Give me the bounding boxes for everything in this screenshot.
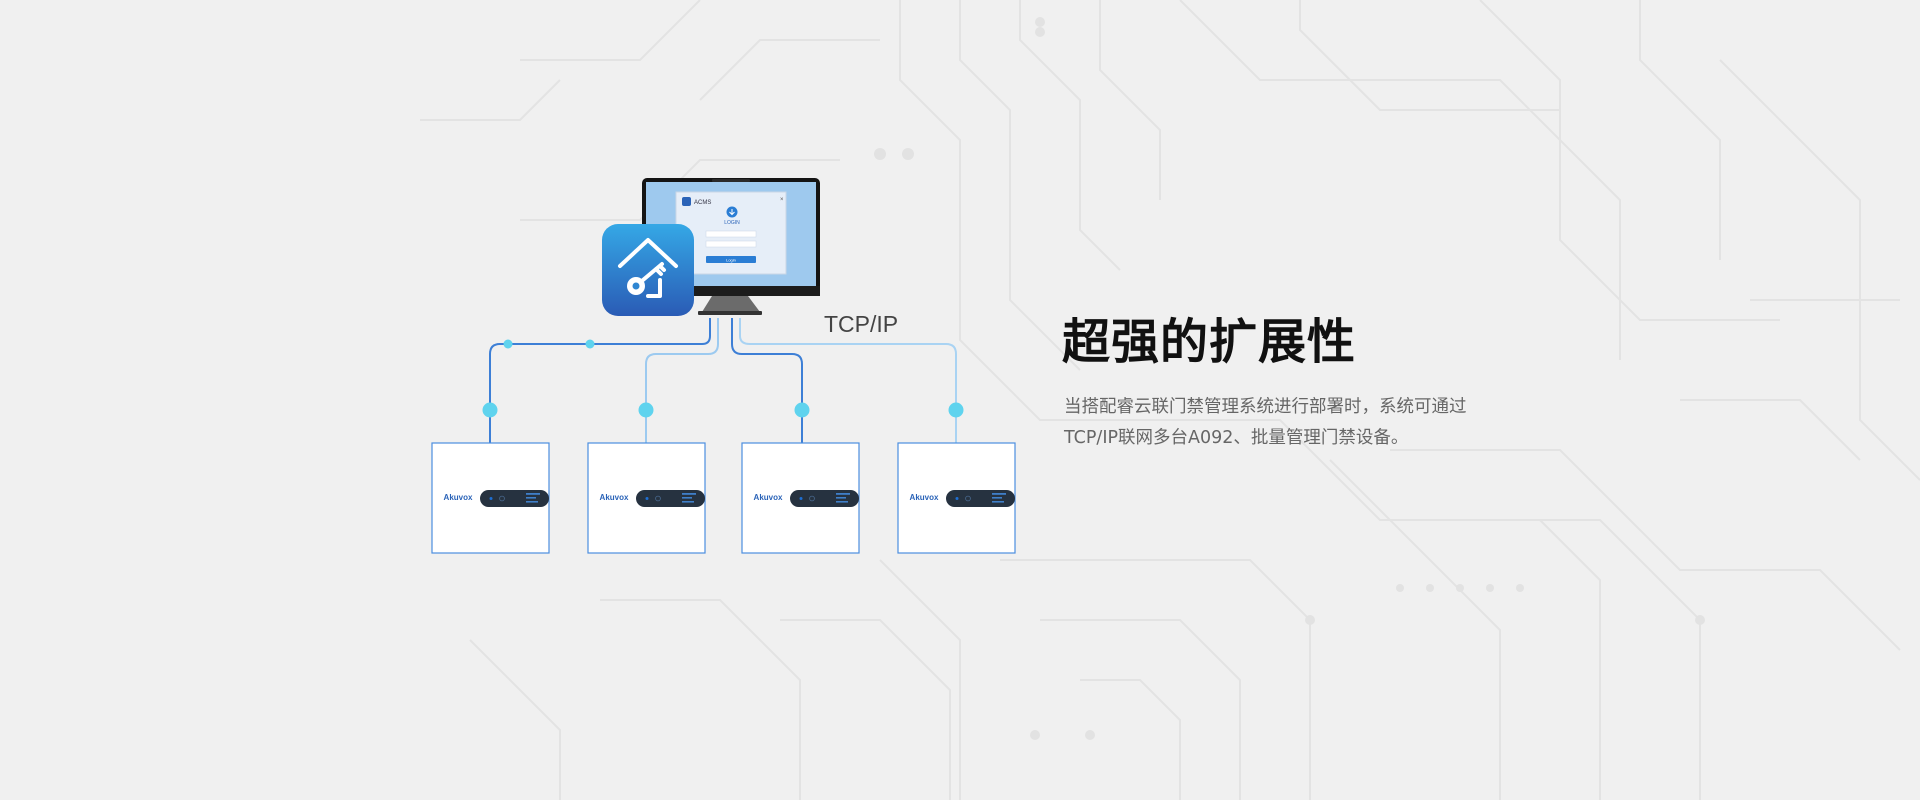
user-icon [705,230,757,238]
node-dot [585,339,595,349]
link-device-1 [489,318,711,443]
device-4: Akuvox [897,442,1016,554]
house-key-app-icon [602,224,694,316]
link-device-3 [731,318,803,443]
protocol-label: TCP/IP [824,311,899,337]
monitor-login-title: LOGIN [724,220,740,226]
page-title: 超强的扩展性 [1062,314,1357,370]
device-2: Akuvox [587,442,706,554]
device-brand: Akuvox [444,493,473,502]
link-device-4 [739,318,957,443]
monitor-app-name: ACMS [694,200,711,206]
lock-icon [705,240,757,248]
device-brand: Akuvox [600,493,629,502]
node-dot [482,402,498,418]
device-brand: Akuvox [910,493,939,502]
node-dot [948,402,964,418]
link-device-2 [645,318,719,443]
monitor-login-button: Login [726,258,736,263]
node-dot [503,339,513,349]
feature-description: 当搭配睿云联门禁管理系统进行部署时，系统可通过TCP/IP联网多台A092、批量… [1064,397,1467,448]
device-3: Akuvox [741,442,860,554]
node-dot [794,402,810,418]
svg-text:×: × [780,197,784,203]
device-1: Akuvox [431,442,550,554]
node-dot [638,402,654,418]
device-brand: Akuvox [754,493,783,502]
